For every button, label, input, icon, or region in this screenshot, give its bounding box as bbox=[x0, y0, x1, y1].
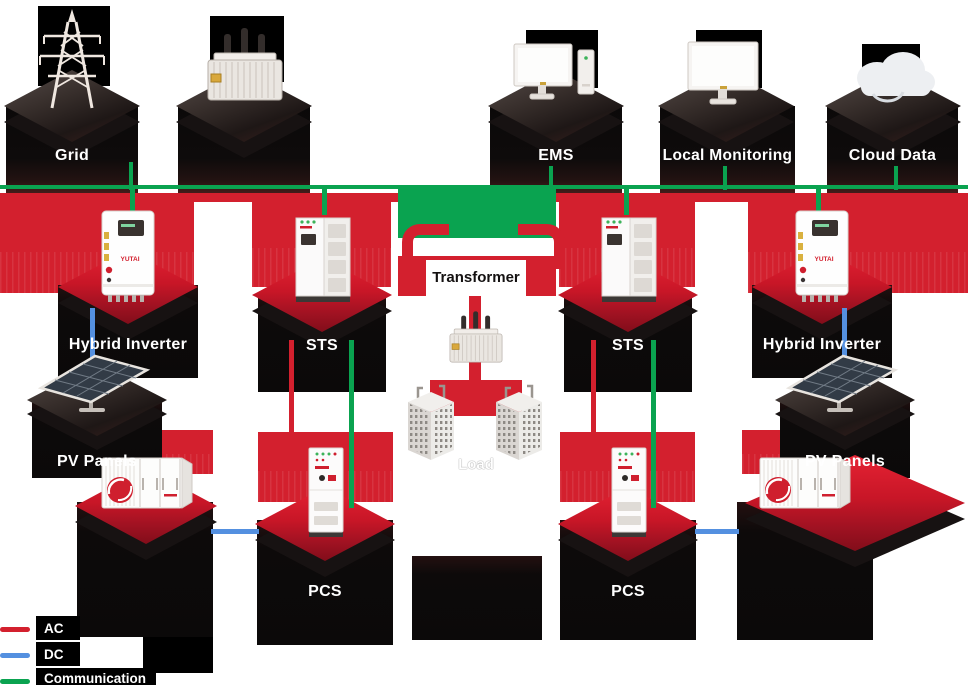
solar-panel-right-icon bbox=[785, 354, 899, 412]
ac-elbow-right bbox=[518, 224, 565, 269]
pcs-left-platform bbox=[255, 487, 395, 579]
sts-left-cabinet-icon bbox=[295, 217, 351, 302]
legend-chip-ac bbox=[36, 616, 80, 640]
pcs-right-label: PCS bbox=[611, 583, 645, 600]
legend-swatch-dc bbox=[0, 653, 30, 658]
grid-platform bbox=[4, 70, 140, 160]
hybrid-inverter-left-icon: YUTAI bbox=[101, 210, 155, 302]
load-building-right-icon bbox=[496, 384, 542, 460]
pcs-left-cabinet-icon bbox=[308, 447, 344, 537]
comm-drop-cloud-data bbox=[894, 166, 898, 190]
ems-label: EMS bbox=[538, 147, 574, 164]
pv-right-label: PV Panels bbox=[804, 453, 886, 470]
comm-drop-sts-right bbox=[624, 189, 629, 215]
legend-chip-dc bbox=[36, 642, 80, 666]
sts-left-label: STS bbox=[305, 337, 339, 354]
ac-line-sts-pcs-left bbox=[289, 340, 294, 460]
comm-drop-hybrid-inverter-left bbox=[130, 189, 135, 217]
load-label: Load bbox=[458, 456, 494, 473]
transformer-label: Transformer bbox=[426, 260, 526, 296]
hybrid-inverter-right-icon: YUTAI bbox=[795, 210, 849, 302]
comm-drop-local-monitoring bbox=[723, 166, 727, 190]
pv-left-label: PV Panels bbox=[56, 453, 138, 470]
load-column bbox=[412, 556, 542, 640]
pcs-right-cabinet-icon bbox=[611, 447, 647, 537]
load-building-left-icon bbox=[408, 384, 454, 460]
comm-drop-grid bbox=[129, 162, 133, 190]
svg-text:YUTAI: YUTAI bbox=[120, 256, 139, 263]
pcs-left-label: PCS bbox=[308, 583, 342, 600]
legend-swatch-ac bbox=[0, 627, 30, 632]
dc-line-inverter-pv-right bbox=[842, 308, 847, 370]
grid-label: Grid bbox=[54, 147, 90, 164]
battery-left-column-tip bbox=[143, 637, 213, 673]
dc-line-battery-pcs-right bbox=[695, 529, 739, 534]
ac-elbow-left bbox=[402, 224, 449, 269]
local-monitoring-label: Local Monitoring bbox=[662, 147, 793, 164]
ac-line-sts-pcs-right bbox=[591, 340, 596, 460]
battery-container-right-icon bbox=[759, 457, 851, 509]
hybrid-inverter-right-label: Hybrid Inverter bbox=[762, 336, 882, 353]
cloud-data-label: Cloud Data bbox=[848, 147, 937, 164]
legend-chip-communication bbox=[36, 668, 156, 685]
dc-line-battery-pcs-left bbox=[211, 529, 259, 534]
svg-text:YUTAI: YUTAI bbox=[814, 256, 833, 263]
dc-line-inverter-pv-left bbox=[90, 308, 95, 370]
transformer-top-icon bbox=[207, 28, 283, 101]
transformer-mid-icon bbox=[449, 311, 503, 363]
sts-right-cabinet-icon bbox=[601, 217, 657, 302]
local-monitoring-platform bbox=[658, 70, 794, 160]
transmission-tower-icon bbox=[39, 9, 105, 109]
solar-panel-left-icon bbox=[37, 354, 151, 412]
cloud-icon bbox=[857, 52, 935, 103]
comm-drop-ems bbox=[549, 166, 553, 190]
hybrid-inverter-left-label: Hybrid Inverter bbox=[68, 336, 188, 353]
legend-swatch-communication bbox=[0, 679, 30, 684]
local-monitoring-monitor-icon bbox=[687, 41, 759, 105]
legend-label-communication: Communication bbox=[44, 671, 147, 685]
ems-workstation-icon bbox=[513, 43, 595, 100]
sts-right-label: STS bbox=[611, 337, 645, 354]
comm-line-sts-pcs-right bbox=[651, 340, 656, 508]
comm-line-sts-pcs-left bbox=[349, 340, 354, 508]
comm-drop-sts-left bbox=[322, 189, 327, 215]
legend-label-dc: DC bbox=[44, 647, 64, 662]
legend-label-ac: AC bbox=[44, 621, 64, 636]
legend: AC DC Communication bbox=[0, 610, 260, 685]
comm-drop-hybrid-inverter-right bbox=[816, 189, 821, 217]
battery-container-left-icon bbox=[101, 457, 193, 509]
